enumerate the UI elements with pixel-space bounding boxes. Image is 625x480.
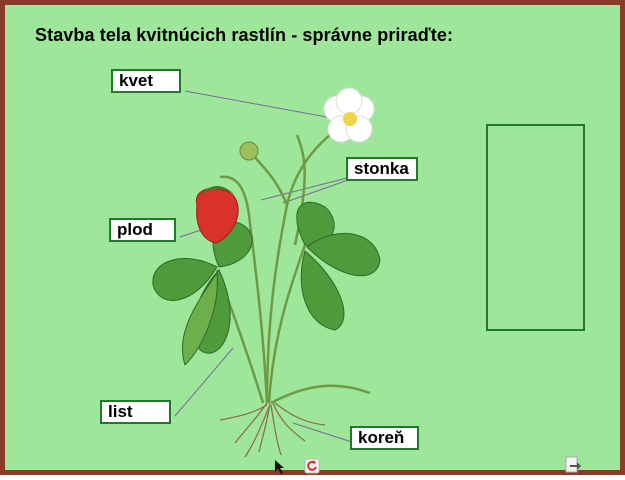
- label-plod[interactable]: plod: [109, 218, 176, 242]
- answer-drop-zone[interactable]: [486, 124, 585, 331]
- refresh-icon[interactable]: [304, 458, 320, 474]
- label-koren[interactable]: koreň: [350, 426, 419, 450]
- label-kvet[interactable]: kvet: [111, 69, 181, 93]
- label-stonka[interactable]: stonka: [346, 157, 418, 181]
- label-list[interactable]: list: [100, 400, 171, 424]
- pointer-icon[interactable]: [273, 459, 289, 475]
- next-page-icon[interactable]: [564, 456, 580, 472]
